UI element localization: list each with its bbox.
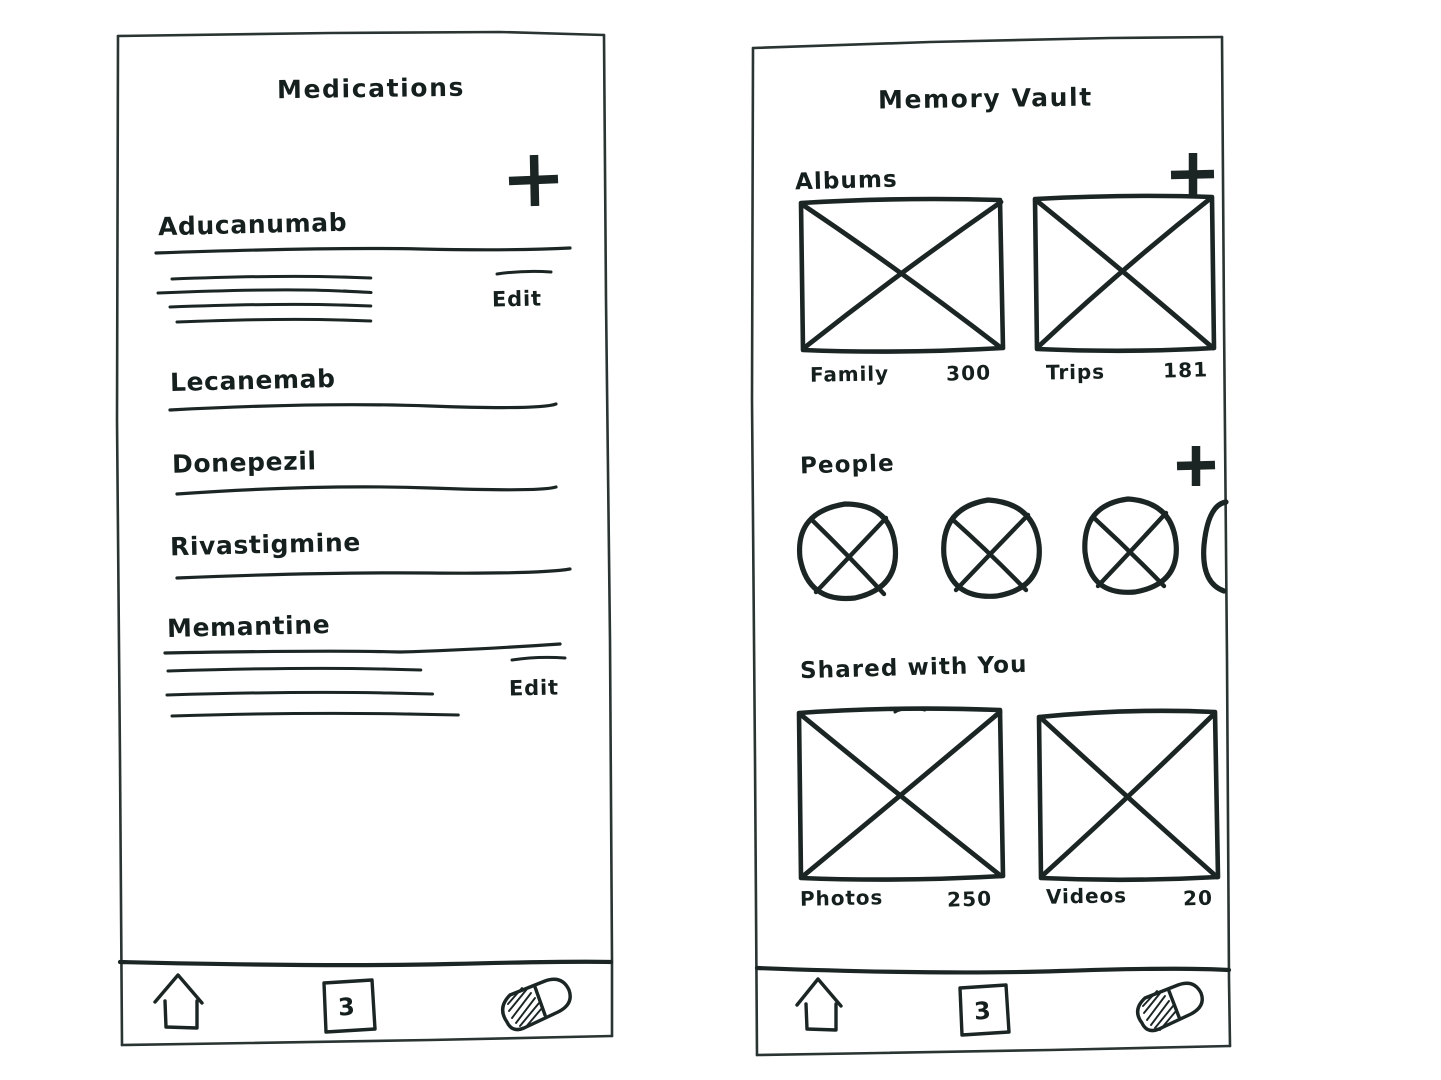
nav-home-icon-right[interactable] bbox=[795, 977, 843, 1032]
add-medication-plus-mark[interactable] bbox=[508, 154, 559, 207]
medication-name-memantine[interactable]: Memantine bbox=[166, 610, 331, 643]
edit-button-memantine[interactable]: Edit bbox=[508, 675, 560, 701]
album-caption-family: Family bbox=[809, 361, 890, 387]
album-tile-family-thumb[interactable] bbox=[798, 196, 1006, 354]
nav-home-icon-left[interactable] bbox=[153, 973, 204, 1030]
add-album-plus-mark[interactable] bbox=[1170, 153, 1215, 197]
section-heading-people: People bbox=[799, 450, 896, 480]
nav-separator-left bbox=[117, 959, 614, 968]
add-person-plus-mark[interactable] bbox=[1176, 446, 1216, 486]
album-count-trips: 181 bbox=[1162, 357, 1209, 383]
edit-mark-aducanumab bbox=[495, 269, 553, 276]
section-heading-albums: Albums bbox=[794, 166, 899, 196]
person-avatar-3[interactable] bbox=[1082, 496, 1179, 595]
person-avatar-4-clipped[interactable] bbox=[1201, 499, 1229, 594]
medication-name-lecanemab[interactable]: Lecanemab bbox=[169, 363, 336, 398]
divider-donepezil bbox=[175, 485, 558, 496]
shared-tile-videos-thumb[interactable] bbox=[1036, 708, 1221, 883]
nav-pill-icon-left[interactable] bbox=[501, 977, 572, 1032]
nav-square-badge-icon-right[interactable] bbox=[958, 983, 1011, 1037]
divider-memantine bbox=[163, 642, 562, 655]
detail-lines-memantine bbox=[165, 666, 460, 718]
divider-aducanumab bbox=[154, 246, 572, 255]
album-tile-trips-thumb[interactable] bbox=[1032, 193, 1217, 354]
detail-lines-aducanumab bbox=[156, 274, 373, 324]
nav-separator-right bbox=[754, 965, 1232, 975]
nav-square-badge-icon-left[interactable] bbox=[322, 978, 377, 1034]
edit-mark-memantine bbox=[510, 655, 567, 662]
shared-count-photos: 250 bbox=[946, 886, 993, 912]
person-avatar-2[interactable] bbox=[941, 497, 1042, 599]
medication-name-donepezil[interactable]: Donepezil bbox=[171, 446, 317, 479]
medication-name-rivastigmine[interactable]: Rivastigmine bbox=[169, 527, 362, 562]
shared-caption-photos: Photos bbox=[799, 885, 884, 911]
shared-tile-photos-thumb[interactable] bbox=[796, 706, 1006, 882]
shared-count-videos: 20 bbox=[1182, 885, 1214, 911]
page-title-memory-vault: Memory Vault bbox=[877, 82, 1093, 115]
album-caption-trips: Trips bbox=[1045, 359, 1106, 385]
nav-badge-count-left: 3 bbox=[337, 992, 357, 1022]
nav-badge-count-right: 3 bbox=[973, 996, 993, 1026]
shared-caption-videos: Videos bbox=[1045, 883, 1128, 909]
album-count-family: 300 bbox=[945, 360, 992, 386]
nav-pill-icon-right[interactable] bbox=[1136, 981, 1204, 1033]
phone-frame-medications bbox=[115, 30, 614, 1047]
page-title-medications: Medications bbox=[276, 72, 466, 105]
person-avatar-1[interactable] bbox=[796, 501, 899, 602]
edit-button-aducanumab[interactable]: Edit bbox=[491, 286, 543, 312]
divider-lecanemab bbox=[168, 402, 558, 412]
divider-rivastigmine bbox=[175, 567, 572, 580]
phone-frame-memory-vault bbox=[750, 35, 1232, 1057]
medication-name-aducanumab[interactable]: Aducanumab bbox=[157, 207, 348, 242]
